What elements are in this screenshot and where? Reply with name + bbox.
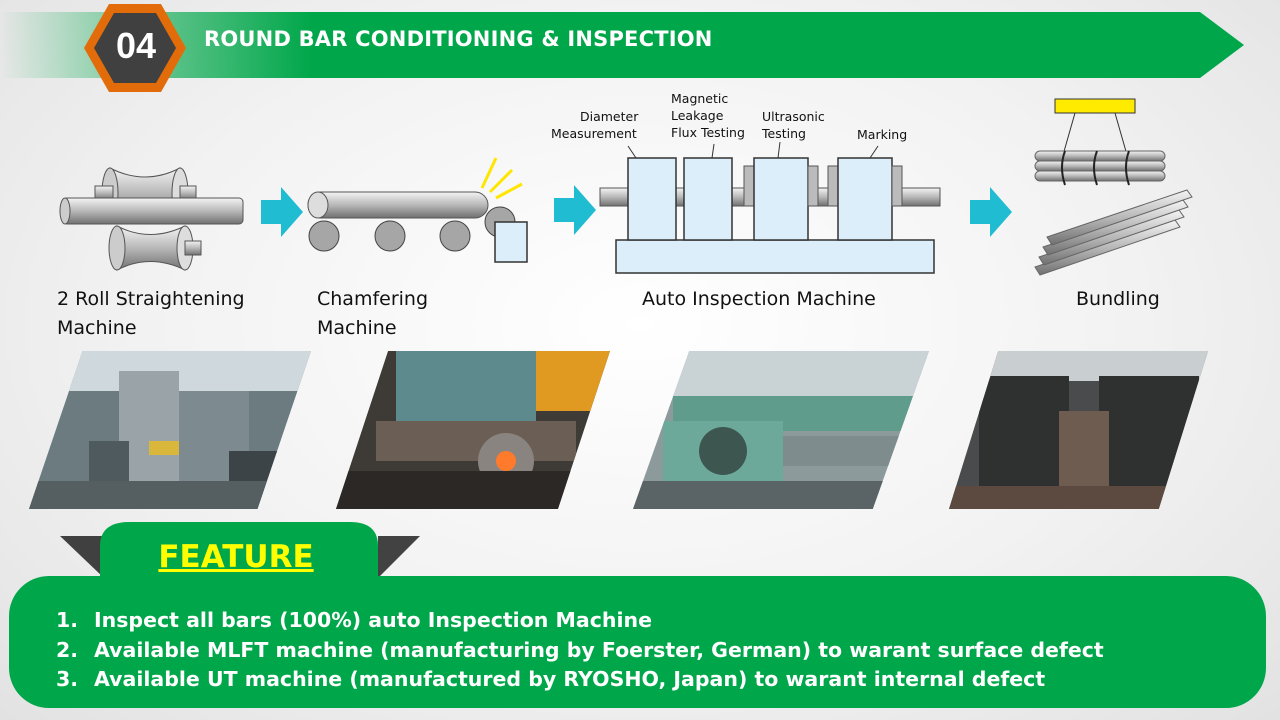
header-banner — [0, 12, 1244, 78]
station-label-marking: Marking — [857, 127, 908, 142]
feature-panel — [9, 576, 1266, 708]
list-item: 1.Inspect all bars (100%) auto Inspectio… — [56, 608, 653, 632]
station-label-ut: Ultrasonic Testing — [762, 109, 825, 141]
bundling-icon — [1034, 98, 1193, 276]
straightening-machine-icon — [59, 167, 244, 271]
photo-bundling-yard — [949, 351, 1208, 509]
photo-auto-inspection-machine — [633, 351, 929, 509]
feature-list: 1.Inspect all bars (100%) auto Inspectio… — [56, 606, 1104, 695]
station-label-diameter-line2: Measurement — [551, 126, 637, 141]
arrow-right-icon — [261, 187, 303, 237]
photo-chamfering-machine — [336, 351, 610, 509]
feature-title: FEATURE — [158, 539, 314, 575]
list-item: 2.Available MLFT machine (manufacturing … — [56, 637, 1104, 662]
station-label-diameter: Diameter — [580, 109, 639, 124]
station-label-mlft: Magnetic Leakage Flux Testing — [671, 91, 745, 140]
chamfering-machine-icon — [307, 157, 528, 263]
page-title: ROUND BAR CONDITIONING & INSPECTION — [204, 27, 713, 51]
feature-tab — [60, 522, 420, 578]
arrow-right-icon — [970, 187, 1012, 237]
step-number: 04 — [115, 25, 157, 66]
step-label-chamfering: Chamfering Machine — [317, 288, 429, 339]
photo-straightening-machine — [29, 351, 311, 509]
step-badge — [84, 4, 186, 92]
step-label-auto-inspection: Auto Inspection Machine — [642, 288, 876, 310]
list-item: 3.Available UT machine (manufactured by … — [56, 667, 1046, 691]
arrow-right-icon — [554, 185, 596, 235]
step-label-straightening: 2 Roll Straightening Machine — [57, 288, 245, 339]
auto-inspection-machine-icon — [599, 141, 941, 274]
step-label-bundling: Bundling — [1076, 288, 1160, 310]
